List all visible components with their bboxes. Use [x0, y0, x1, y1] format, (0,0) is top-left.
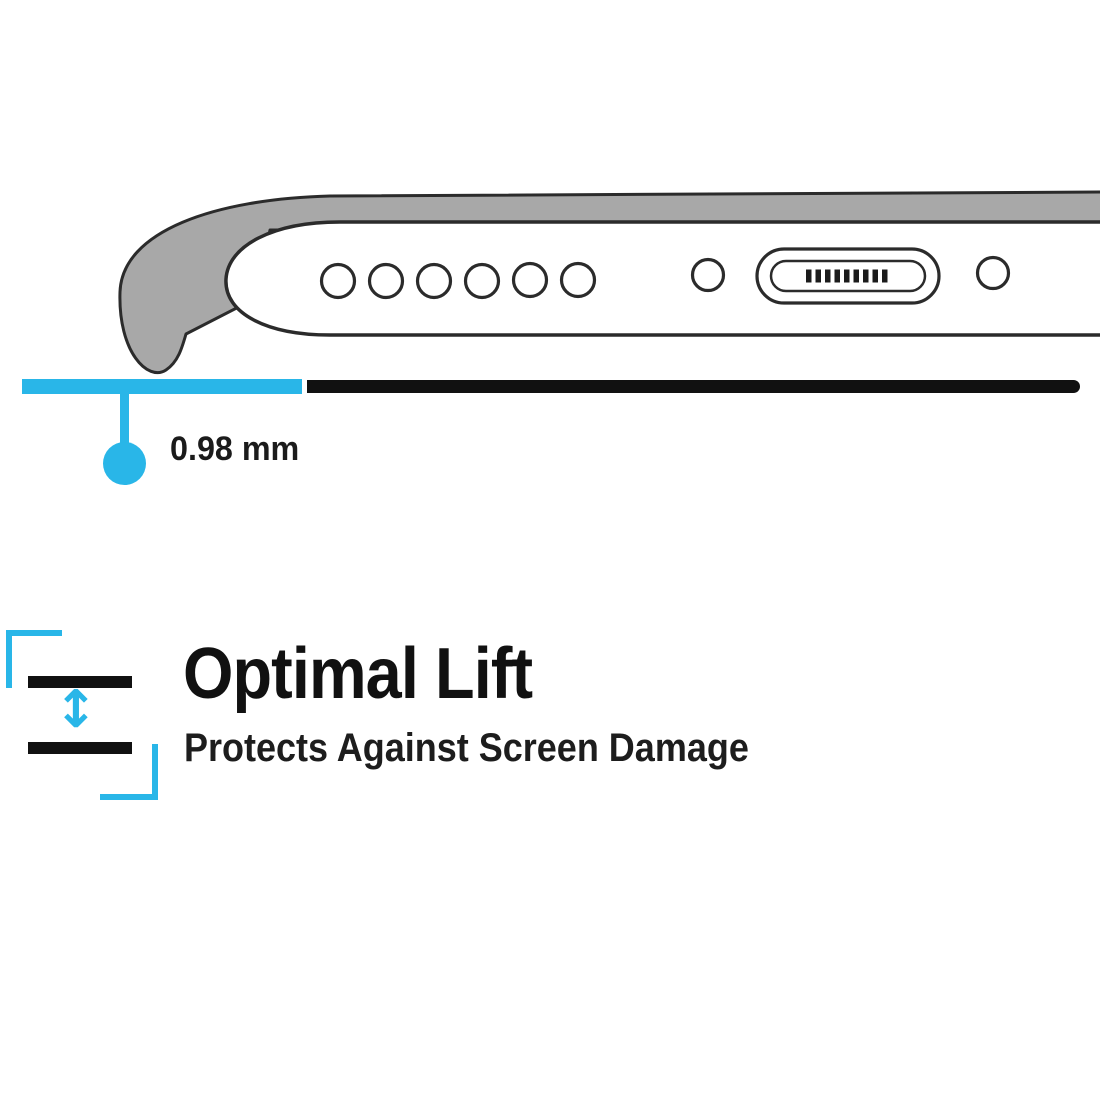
speaker-holes: [319, 261, 597, 300]
speaker-hole: [559, 261, 597, 299]
feature-title: Optimal Lift: [183, 634, 533, 714]
measure-pointer-dot: [103, 442, 146, 485]
lift-icon-bottom-surface: [28, 742, 132, 754]
case-lift-bar: [22, 379, 302, 394]
speaker-hole: [319, 262, 357, 300]
phone-body: [224, 220, 1100, 337]
surface-bar: [307, 380, 1080, 393]
mic-hole-right: [975, 255, 1011, 291]
up-down-arrow-icon: ↕: [54, 680, 98, 740]
speaker-hole: [511, 261, 549, 299]
charging-port-pins: [806, 269, 888, 283]
speaker-hole: [415, 262, 453, 300]
speaker-hole: [463, 262, 501, 300]
lift-icon-top-surface: [28, 676, 132, 688]
mic-hole-left: [690, 257, 726, 293]
feature-subtitle: Protects Against Screen Damage: [184, 726, 749, 770]
measure-pointer-line: [120, 393, 129, 445]
charging-port: [755, 247, 941, 305]
phone-case-illustration: [118, 190, 1100, 375]
charging-port-inner: [769, 259, 927, 293]
lift-icon-bracket-bottom-right: [100, 744, 158, 800]
lift-measurement-label: 0.98 mm: [170, 430, 300, 468]
lift-icon-bracket-top-left: [6, 630, 62, 688]
speaker-hole: [367, 262, 405, 300]
